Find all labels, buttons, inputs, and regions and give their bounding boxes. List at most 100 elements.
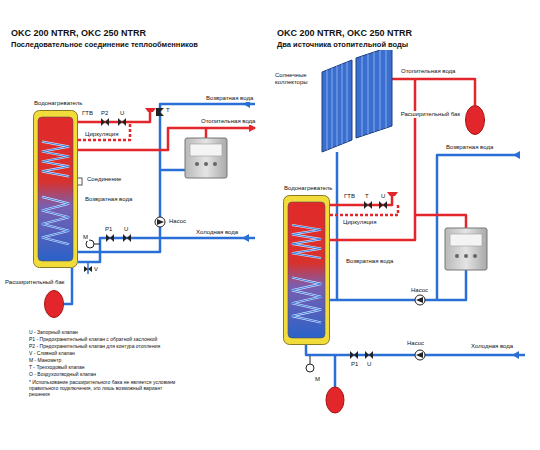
boiler-body [185, 138, 227, 178]
expansion-tank-shape [465, 105, 485, 135]
key-note: T - Трехходовый клапан [28, 365, 86, 371]
collector-tube [342, 64, 343, 144]
diagram-heading: OKC 200 NTRR, OKC 250 NTRR [276, 28, 413, 38]
return-pipe [437, 155, 520, 300]
pipe-label: Возвратная вода [84, 196, 133, 203]
heat-exchanger-coil [42, 142, 69, 177]
heat-exchanger-coil [292, 225, 321, 258]
node-heading: Солнечные коллекторы [274, 72, 318, 86]
flow-arrow [512, 351, 519, 359]
expansion-tank: Расширительный бак [465, 105, 485, 135]
pipe-label: M [314, 376, 321, 383]
pipe-connector [392, 79, 475, 105]
pipe-label: U [380, 193, 386, 200]
pipe-label: Возвратная вода [345, 258, 394, 265]
valve-symbol [364, 201, 372, 209]
cold-pipe [78, 238, 255, 262]
pipe-label: Соединение [86, 176, 122, 183]
key-note: P2 - Предохранительный клапан для контур… [28, 344, 161, 350]
expansion-tank-body [466, 106, 485, 135]
valve-symbol [118, 118, 126, 126]
heater-vessel [38, 117, 73, 261]
heat-exchanger-coil [42, 197, 69, 244]
valve-symbol [101, 118, 109, 126]
return-pipe [160, 169, 185, 172]
node-heading: Расширительный бак [4, 279, 65, 286]
node-heading: Расширительный бак [400, 111, 461, 118]
pipe-label: ГТВ [81, 110, 94, 117]
collector-tube [337, 66, 338, 146]
boiler-knob [213, 162, 217, 166]
pipe-label: V [93, 266, 99, 273]
heat-exchanger-coil [292, 278, 321, 323]
boiler-panel [450, 234, 482, 246]
valve-symbol [106, 234, 114, 242]
left-pipes [70, 100, 256, 274]
collector-tube [374, 52, 375, 132]
water-heater-shape [33, 110, 78, 268]
pipe-label: Циркуляция [342, 219, 377, 226]
collector-panel [322, 60, 352, 152]
expansion-tank [326, 387, 344, 413]
flow-arrow [249, 124, 256, 132]
valve-symbol [123, 234, 131, 242]
boiler-knob [464, 254, 468, 258]
boiler-knob [204, 162, 208, 166]
heat-exchanger-coil [42, 197, 69, 244]
valve-symbol [350, 351, 358, 359]
expansion-tank: Расширительный бак [44, 290, 64, 318]
circulation-pipe [78, 122, 130, 140]
pipe-label: Возвратная вода [205, 95, 254, 102]
pipe-label: T [364, 193, 370, 200]
pipe-label: M [82, 234, 89, 241]
pipe-label: Циркуляция [84, 131, 119, 138]
key-note: U - Запорный клапан [28, 330, 79, 336]
key-note: O - Воздухоотводный клапан [28, 372, 97, 378]
drain-valve [84, 266, 92, 272]
heater-casing [284, 196, 330, 345]
water-heater-shape [283, 195, 330, 345]
expansion-tank-body [45, 291, 64, 318]
pipe-label: Возвратная вода [445, 144, 494, 151]
diagram-heading: Два источника отопительной воды [276, 41, 409, 50]
pipe-label: Холодная вода [195, 229, 239, 236]
heat-exchanger-coil [292, 225, 321, 258]
water-heater: Водонагреватель [33, 110, 78, 268]
pipe-label: U [123, 226, 129, 233]
heat-exchanger-coil [292, 278, 321, 323]
pipe-label: P1 [350, 361, 359, 368]
return-pipe [337, 270, 466, 300]
collector-tube [386, 48, 387, 128]
boiler-knob [195, 162, 199, 166]
expansion-tank-shape [44, 290, 64, 318]
diagram-heading: OKC 200 NTRR, OKC 250 NTRR [10, 28, 147, 38]
collector-tube [327, 70, 328, 150]
boiler-knob [455, 254, 459, 258]
manometer-symbol [306, 364, 314, 372]
heater-vessel [288, 202, 325, 338]
pump-symbol [415, 295, 425, 305]
pipe-label: Отопительная вода [400, 68, 456, 75]
collector-tube [332, 68, 333, 148]
boiler-body [445, 228, 487, 270]
pipe-label: U [366, 361, 372, 368]
pump-symbol [155, 217, 165, 227]
pipe-label: ГТВ [343, 193, 356, 200]
pipe-label: U [119, 110, 125, 117]
heating-pipe [415, 215, 466, 228]
shower-head [145, 108, 156, 112]
key-note: * Использование расширительного бака не … [28, 380, 180, 397]
return-pipe [78, 104, 255, 252]
flow-arrow [513, 151, 520, 159]
pipe-label: Отопительная вода [200, 118, 256, 125]
pipe-label: Холодная вода [470, 343, 514, 350]
pipe-label: Насос [168, 218, 187, 225]
collector-tube [362, 56, 363, 136]
gauge-stem [94, 244, 100, 245]
key-note: V - Сливной клапан [28, 351, 76, 357]
pump-symbol [416, 297, 423, 303]
boiler-knob [473, 254, 477, 258]
three-way-valve [156, 108, 164, 116]
heat-exchanger-coil [42, 142, 69, 177]
